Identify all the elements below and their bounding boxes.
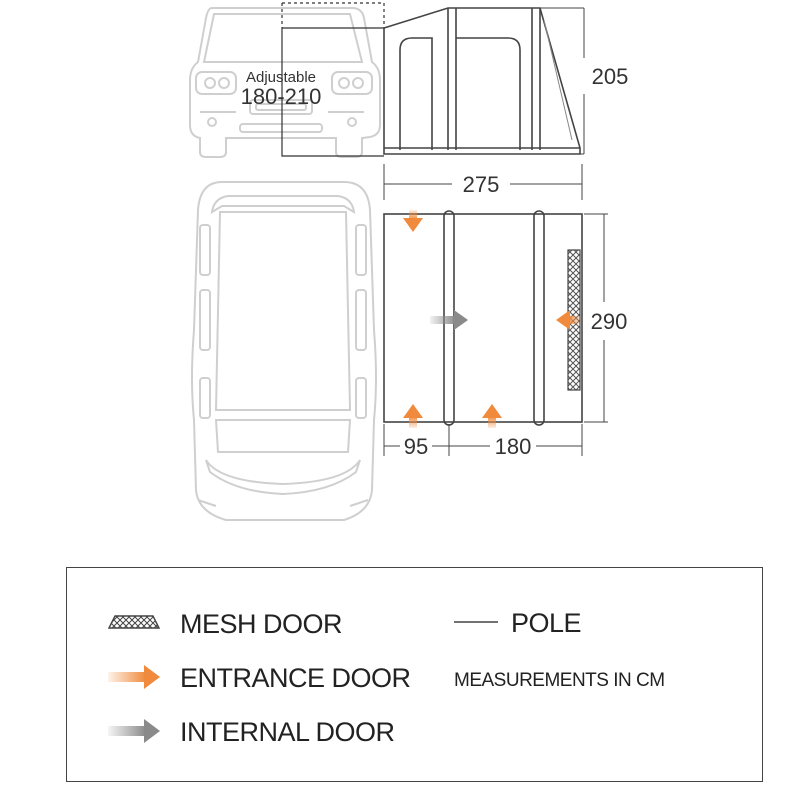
awning-side-view [383, 7, 581, 155]
entrance-door-legend-icon [108, 665, 160, 689]
depth-dimension-label: 290 [591, 309, 628, 334]
adjustable-label: Adjustable [246, 69, 316, 86]
internal-door-arrow [430, 310, 468, 330]
width-dimension-line [383, 164, 583, 200]
adjustable-range: 180-210 [241, 84, 322, 109]
internal-door-legend-icon [108, 719, 160, 743]
height-dimension-line [540, 7, 585, 155]
section-dimension-lines [383, 424, 583, 456]
section-right-dimension-label: 180 [495, 434, 532, 459]
entrance-door-arrow-bottom-mid [482, 404, 502, 428]
units-note: MEASUREMENTS IN CM [454, 670, 665, 691]
entrance-door-arrow-right [556, 310, 580, 330]
pole-legend-icon [454, 621, 498, 623]
mesh-door-legend-icon [108, 615, 160, 629]
mesh-door-legend-label: MESH DOOR [180, 609, 343, 639]
pole-legend-label: POLE [511, 608, 582, 638]
awning-floor-plan [383, 210, 583, 426]
entrance-door-arrow-top-left [403, 210, 423, 232]
internal-door-legend-label: INTERNAL DOOR [180, 717, 395, 747]
entrance-door-arrow-bottom-left [403, 404, 423, 428]
entrance-door-legend-label: ENTRANCE DOOR [180, 663, 411, 693]
adjustable-height-guide [281, 2, 385, 157]
section-left-dimension-label: 95 [404, 434, 428, 459]
legend-box [66, 567, 763, 782]
van-top-view [191, 181, 377, 521]
height-dimension-label: 205 [592, 64, 629, 89]
depth-dimension-line [584, 213, 608, 423]
width-dimension-label: 275 [463, 172, 500, 197]
van-front-view [189, 7, 381, 158]
